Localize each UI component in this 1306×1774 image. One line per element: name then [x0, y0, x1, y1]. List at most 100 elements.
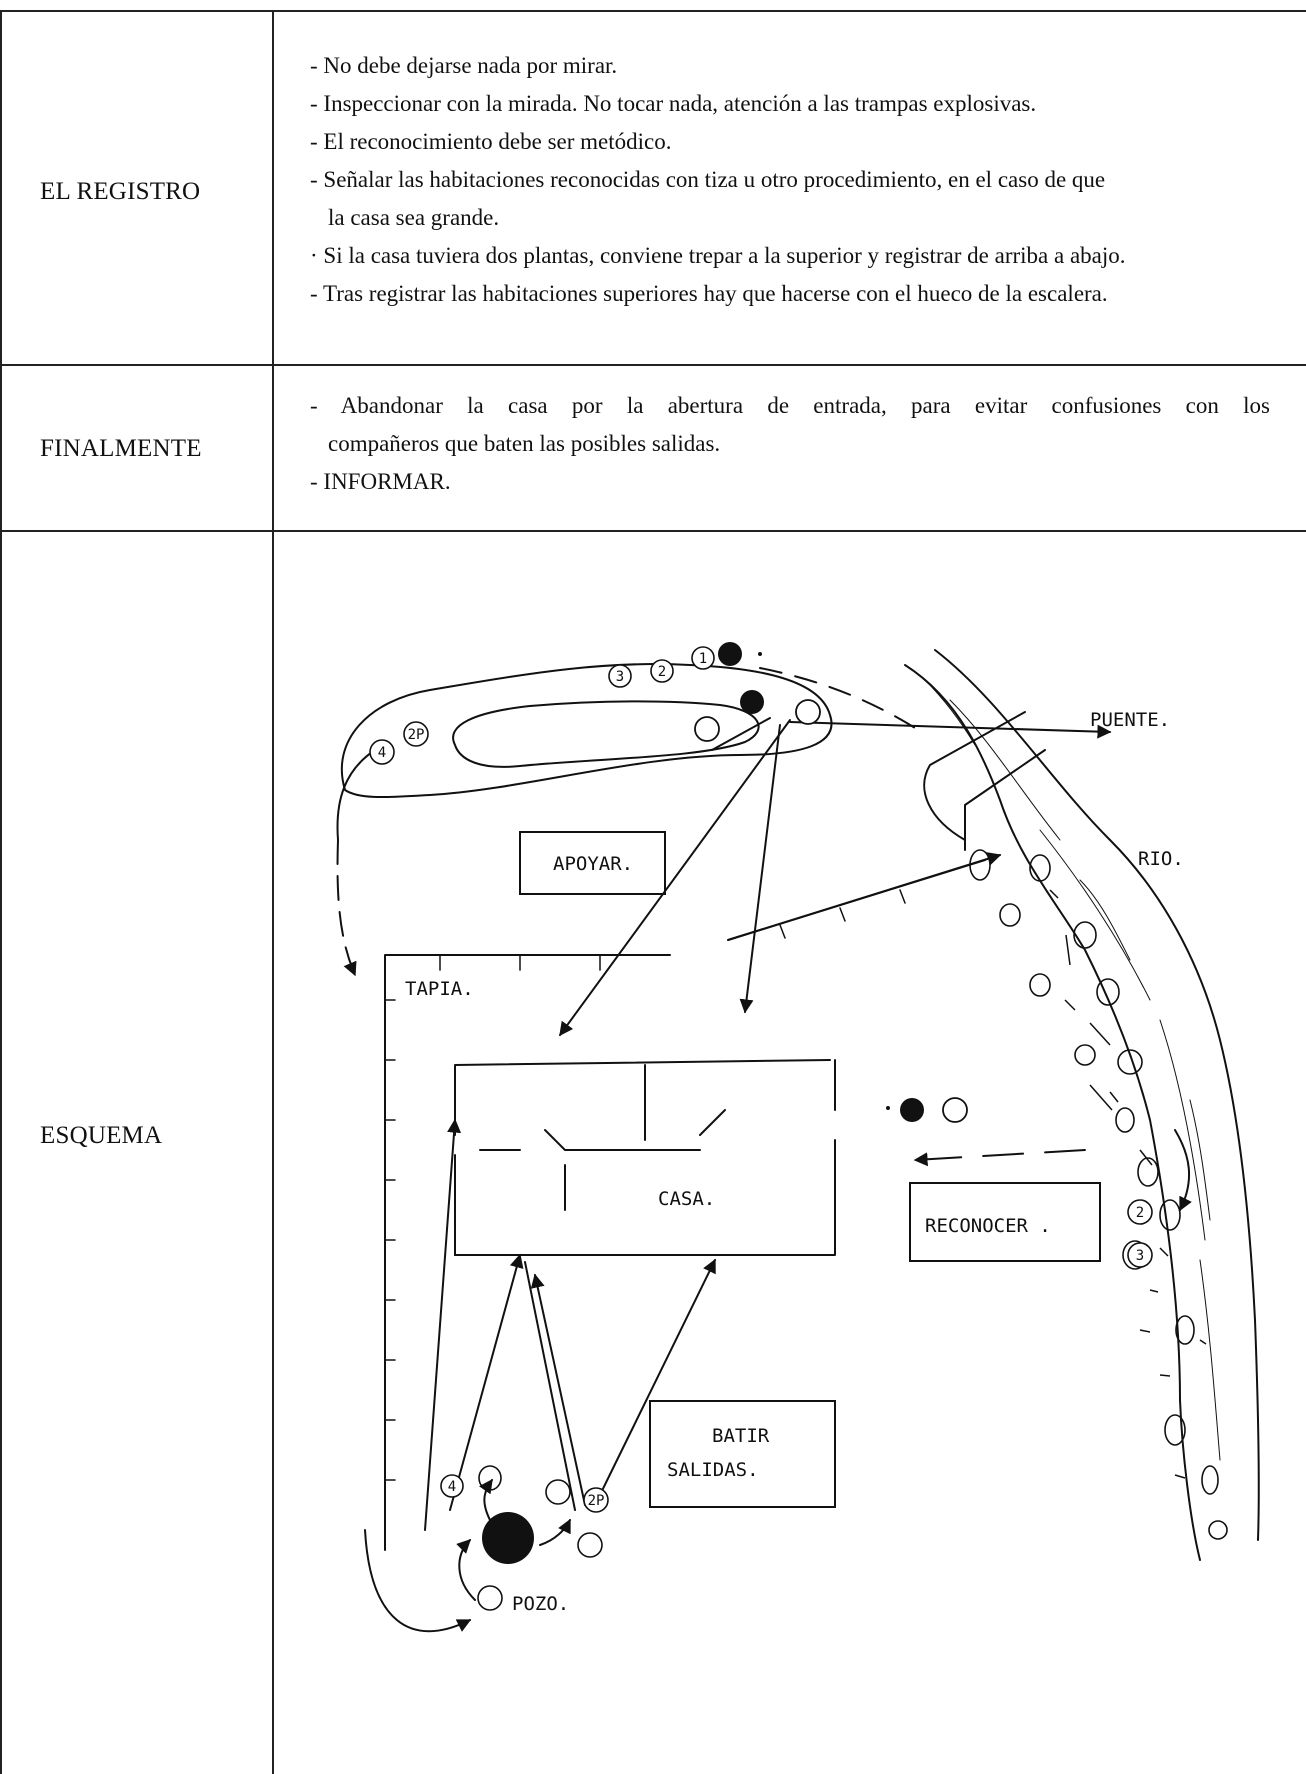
bridge: [923, 711, 1046, 851]
bush: [1096, 978, 1120, 1006]
patrol-route: [539, 1518, 571, 1546]
patrol-route: [456, 1539, 476, 1601]
marker-1-label: 1: [699, 651, 707, 667]
text-line: · Si la casa tuviera dos plantas, convie…: [310, 243, 1126, 268]
label-puente: PUENTE.: [1090, 709, 1170, 731]
marker-2: [650, 659, 674, 683]
marker-1: [691, 646, 715, 670]
label-reconocer: RECONOCER .: [925, 1215, 1051, 1237]
marker-3c: [1127, 1242, 1153, 1268]
bush: [969, 849, 991, 881]
label-tapia: TAPIA.: [405, 978, 474, 1000]
soldier-group: [482, 642, 924, 1564]
marker-4: [369, 739, 395, 765]
bush: [1164, 1414, 1186, 1446]
patrol-route: [336, 749, 376, 841]
text-line: - Tras registrar las habitaciones superi…: [310, 281, 1108, 306]
soldier-filled: [900, 1098, 924, 1122]
arrow-pozo-b: [524, 1261, 576, 1511]
marker-3c-label: 3: [1136, 1248, 1144, 1264]
patrol-route: [1174, 1129, 1192, 1212]
marker-4-label: 4: [378, 745, 386, 761]
marker-2-label: 2: [658, 664, 666, 680]
bush: [1159, 1199, 1181, 1231]
house-casa: [454, 1059, 836, 1256]
soldier-open-group: [694, 699, 968, 1123]
patrol-route: [759, 667, 916, 729]
soldier-filled: [740, 690, 764, 714]
box-reconocer: [909, 1182, 1101, 1262]
bush: [1175, 1315, 1195, 1345]
arrow-pozo-d: [594, 1258, 716, 1506]
arrow-pozo-left: [424, 1118, 462, 1531]
wall-ticks: [384, 889, 906, 1481]
row-label-esquema: ESQUEMA: [40, 1122, 163, 1149]
arrow-wall-to-river: [727, 852, 1002, 941]
soldier-filled: [718, 642, 742, 666]
soldier-open: [694, 716, 720, 742]
table-frame: [0, 10, 1306, 1774]
marker-2c-label: 2: [1136, 1205, 1144, 1221]
row-divider: [0, 530, 1306, 532]
marker-2pb-label: 2P: [588, 1493, 605, 1509]
hill-contour-inner: [452, 700, 760, 768]
pozo-well: [482, 1512, 534, 1564]
marker-2pb: [583, 1487, 609, 1513]
marker-2p: [403, 721, 429, 747]
label-batir: BATIR: [712, 1425, 770, 1447]
bush: [1029, 854, 1051, 882]
marker-labels: 1 2 3 2P 4 4 2P 2 3: [378, 651, 1144, 1509]
box-apoyar: [519, 831, 666, 895]
label-pozo: POZO.: [512, 1593, 569, 1615]
bush: [1029, 973, 1051, 997]
marker-4b-label: 4: [448, 1479, 456, 1495]
soldier-dot: [886, 1106, 890, 1110]
river-dash: [1049, 889, 1207, 1479]
arrow-to-bridge: [789, 721, 1112, 739]
bush: [999, 903, 1021, 927]
river-dashes: [1049, 889, 1207, 1479]
row-content-registro: - No debe dejarse nada por mirar. - Insp…: [310, 47, 1270, 313]
label-salidas: SALIDAS.: [667, 1459, 759, 1481]
text-line: - Abandonar la casa por la abertura de e…: [310, 393, 1270, 418]
text-line: - El reconocimiento debe ser metódico.: [310, 129, 672, 154]
bush: [1137, 1157, 1159, 1187]
marker-group: [369, 646, 1153, 1513]
patrol-route: [336, 839, 357, 977]
text-line: - Señalar las habitaciones reconocidas c…: [310, 167, 1106, 192]
label-rio: RIO.: [1138, 848, 1184, 870]
bush: [477, 1585, 503, 1611]
bush: [1115, 1107, 1135, 1133]
bush: [1208, 1520, 1228, 1540]
river-bank: [934, 649, 1260, 1541]
row-divider: [0, 364, 1306, 366]
soldier-dot: [758, 652, 762, 656]
soldier-open: [942, 1097, 968, 1123]
text-line: - No debe dejarse nada por mirar.: [310, 53, 618, 78]
marker-4b: [440, 1474, 464, 1498]
patrol-route: [364, 1529, 472, 1633]
bush: [1117, 1049, 1143, 1075]
river-flow: [949, 699, 1221, 1461]
bush: [1073, 921, 1097, 949]
marker-2c: [1127, 1199, 1153, 1225]
bush: [1074, 1044, 1096, 1066]
label-apoyar: APOYAR.: [553, 853, 633, 875]
marker-3: [608, 664, 632, 688]
arrow-reconocer: [913, 1149, 1086, 1167]
hill-contour-outer: [340, 663, 833, 798]
bush-group: [477, 849, 1228, 1611]
river-flow: [924, 679, 1211, 1221]
text-line: - INFORMAR.: [310, 469, 451, 494]
marker-2p-label: 2P: [408, 727, 425, 743]
arrow-pozo-a: [449, 1253, 524, 1511]
river-bank: [904, 664, 1201, 1561]
bush: [1201, 1465, 1219, 1495]
bush: [577, 1532, 603, 1558]
arrow-pozo-c: [530, 1273, 586, 1506]
row-label-finalmente: FINALMENTE: [40, 435, 202, 462]
arrow-hill-local: [711, 717, 771, 751]
patrol-route: [479, 1478, 493, 1521]
soldier-open: [795, 699, 821, 725]
row-label-registro: EL REGISTRO: [40, 178, 201, 205]
